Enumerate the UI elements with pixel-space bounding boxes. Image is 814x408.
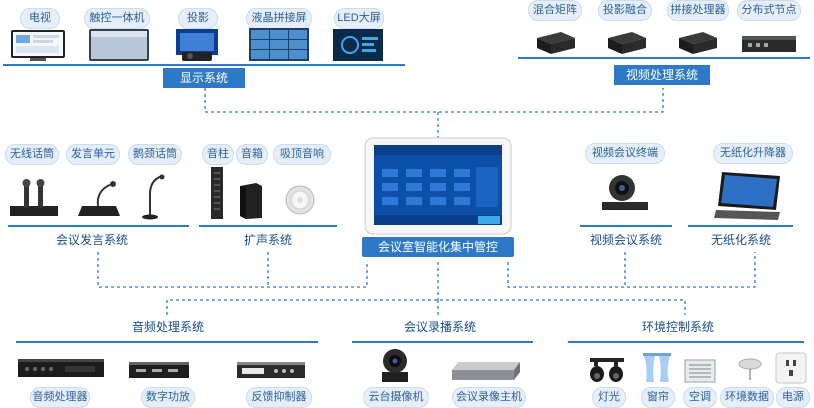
- pill-power: 电源: [776, 387, 810, 408]
- central-control-title: 会议室智能化集中管控: [362, 237, 514, 257]
- pill-lcd-wall: 液晶拼接屏: [246, 8, 312, 29]
- conference-speech-system-title: 会议发言系统: [55, 233, 128, 247]
- amplification-system-title: 扩声系统: [243, 233, 292, 247]
- pill-curtain: 窗帘: [641, 387, 675, 408]
- environment-bar: [568, 341, 804, 343]
- paperless-bar: [688, 225, 793, 227]
- display-system-title: 显示系统: [163, 68, 245, 88]
- environment-system-title: 环境控制系统: [641, 320, 714, 334]
- video-conference-bar: [580, 225, 672, 227]
- power-socket-icon: [775, 352, 807, 384]
- light-icon: [590, 358, 624, 382]
- paperless-lifter-icon: [714, 172, 780, 220]
- recording-system-title: 会议录播系统: [403, 320, 476, 334]
- connector-top: [204, 88, 664, 113]
- conference-speech-bar: [8, 225, 189, 227]
- pill-audio-processor: 音频处理器: [30, 387, 90, 408]
- environment-sensor-icon: [738, 358, 762, 380]
- audio-processor-icon: [18, 359, 104, 377]
- node-box-icon: [742, 36, 796, 52]
- pill-hybrid-matrix: 混合矩阵: [528, 0, 582, 21]
- pill-environment-data: 环境数据: [720, 387, 774, 408]
- pill-ptz-camera: 云台摄像机: [363, 387, 429, 408]
- pill-recording-host: 会议录像主机: [452, 387, 526, 408]
- pill-video-conf-terminal: 视频会议终端: [585, 143, 665, 164]
- speaker-box-icon: [240, 183, 262, 219]
- pill-digital-amplifier: 数字功放: [141, 387, 195, 408]
- connector-left: [97, 252, 368, 288]
- ptz-camera-icon: [382, 349, 408, 382]
- connector-right: [507, 252, 756, 288]
- speech-unit-icon: [78, 181, 120, 216]
- column-speaker-icon: [211, 167, 223, 219]
- pill-projection-blend: 投影融合: [598, 0, 652, 21]
- pill-touch-panel: 触控一体机: [84, 8, 150, 29]
- gooseneck-mic-icon: [142, 174, 165, 220]
- pill-splice-processor: 拼接处理器: [667, 0, 729, 21]
- audio-processing-system-title: 音频处理系统: [131, 320, 204, 334]
- matrix-box-icon: [537, 32, 575, 54]
- video-conference-system-title: 视频会议系统: [589, 233, 662, 247]
- touch-panel-icon: [89, 29, 149, 61]
- pill-wireless-mic: 无线话筒: [5, 144, 59, 165]
- recording-host-icon: [452, 362, 520, 380]
- curtain-icon: [643, 353, 671, 382]
- ceiling-speaker-icon: [285, 185, 315, 215]
- pill-speech-unit: 发言单元: [66, 144, 120, 165]
- pill-tv: 电视: [20, 8, 60, 29]
- pill-paperless-lifter: 无纸化升降器: [713, 143, 793, 164]
- central-control-panel-icon: [364, 137, 512, 235]
- pill-distributed-node: 分布式节点: [737, 0, 801, 21]
- video-conf-camera-icon: [602, 175, 648, 210]
- wireless-mic-icon: [10, 179, 58, 216]
- recording-bar: [352, 341, 533, 343]
- pill-ceiling-speaker: 吸顶音响: [273, 144, 331, 165]
- pill-projector: 投影: [178, 8, 218, 29]
- pill-light: 灯光: [592, 387, 626, 408]
- paperless-system-title: 无纸化系统: [710, 233, 771, 247]
- audio-processing-bar: [16, 341, 318, 343]
- led-screen-icon: [333, 29, 383, 61]
- blend-box-icon: [608, 32, 646, 54]
- air-conditioner-icon: [684, 359, 716, 383]
- digital-amplifier-icon: [129, 362, 189, 378]
- pill-feedback-suppressor: 反馈抑制器: [246, 387, 312, 408]
- video-processing-system-title: 视频处理系统: [614, 65, 710, 85]
- feedback-suppressor-icon: [237, 362, 305, 378]
- lcd-wall-icon: [249, 28, 309, 61]
- connector-bottom: [166, 299, 686, 315]
- pill-column-speaker: 音柱: [202, 144, 234, 165]
- pill-speaker-box: 音箱: [236, 144, 268, 165]
- tv-icon: [11, 30, 65, 61]
- splice-box-icon: [679, 32, 717, 54]
- amplification-bar: [199, 225, 337, 227]
- projector-icon: [176, 29, 218, 61]
- pill-led-screen: LED大屏: [334, 8, 384, 29]
- pill-air-conditioner: 空调: [683, 387, 717, 408]
- video-processing-bar: [518, 57, 810, 59]
- pill-gooseneck-mic: 鹅颈话筒: [128, 144, 182, 165]
- display-bar: [3, 64, 405, 66]
